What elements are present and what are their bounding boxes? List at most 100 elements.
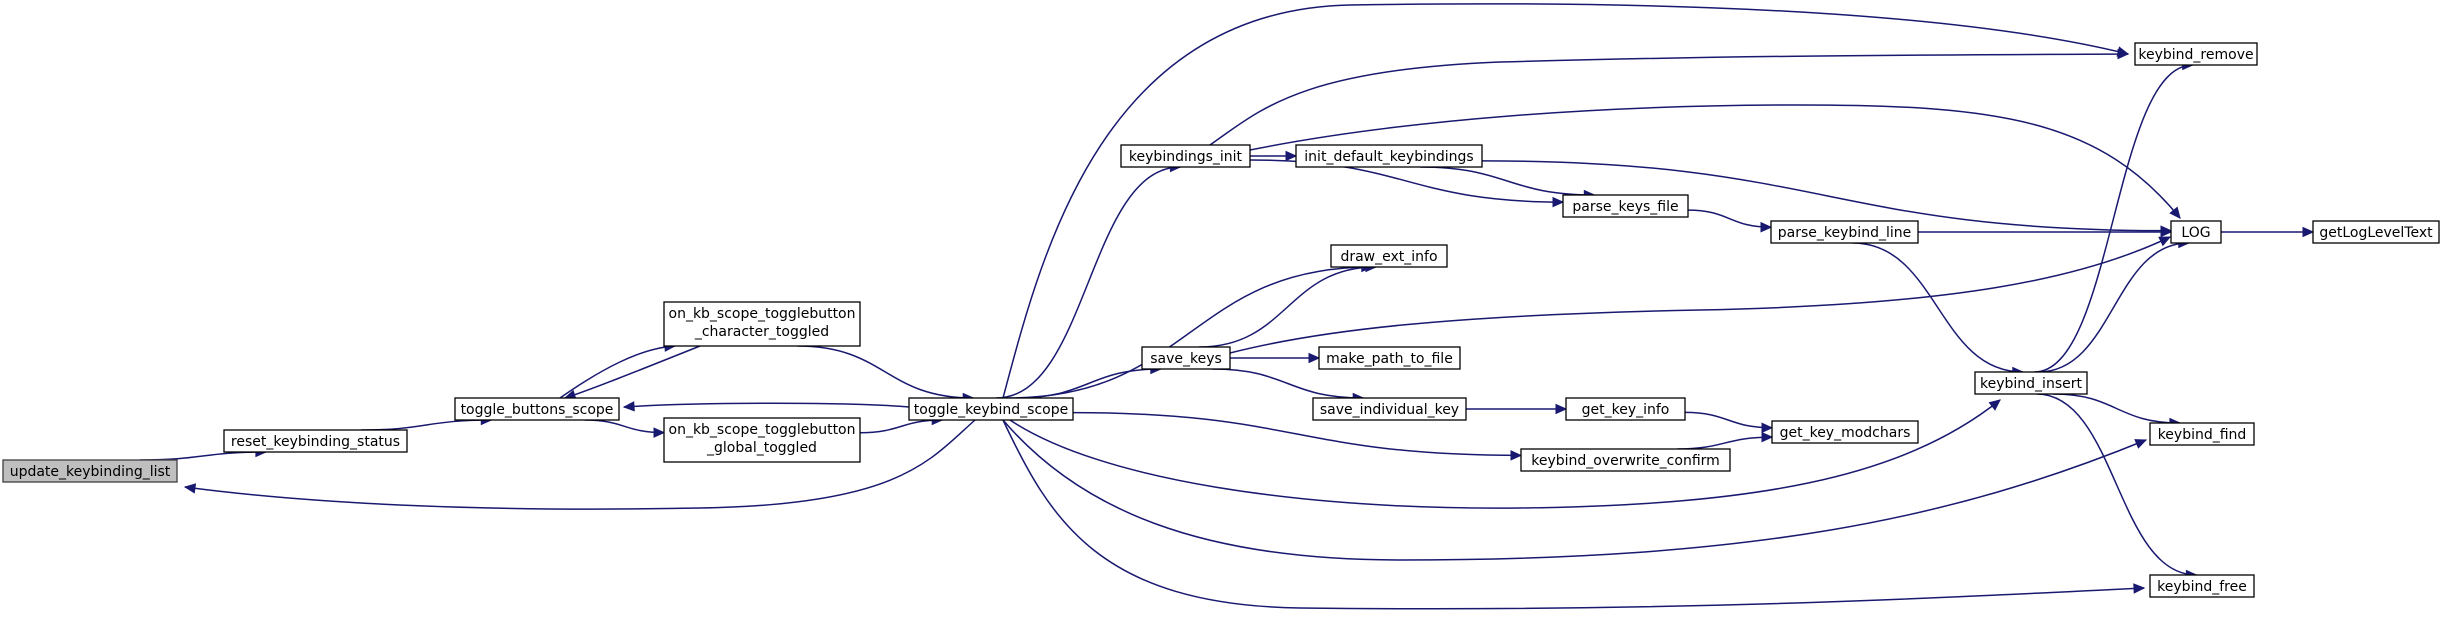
edge-on-kb-char-to-toggle-buttons-scope bbox=[563, 345, 701, 400]
edge-save-keys-to-draw-ext-info bbox=[1199, 261, 1378, 348]
edge-toggle-keybind-scope-to-keybind-free bbox=[1002, 419, 2146, 610]
node-update-keybinding-list[interactable]: update_keybinding_list bbox=[2, 459, 178, 483]
node-label: parse_keybind_line bbox=[1778, 225, 1911, 241]
edge-line bbox=[797, 345, 974, 399]
edge-toggle-buttons-scope-to-on-kb-global bbox=[584, 419, 666, 438]
node-reset-keybinding-status[interactable]: reset_keybinding_status bbox=[223, 429, 408, 453]
edge-line bbox=[1677, 436, 1773, 450]
node-label: save_individual_key bbox=[1320, 402, 1459, 418]
edge-arrowhead bbox=[2160, 226, 2173, 238]
node-label: update_keybinding_list bbox=[10, 464, 171, 480]
edge-arrowhead bbox=[1761, 431, 1774, 443]
node-get-key-modchars[interactable]: get_key_modchars bbox=[1771, 420, 1919, 444]
edge-arrowhead bbox=[1285, 150, 1298, 162]
node-label: getLogLevelText bbox=[2319, 225, 2433, 241]
node-label: keybindings_init bbox=[1129, 149, 1243, 165]
node-get-key-info[interactable]: get_key_info bbox=[1565, 397, 1686, 421]
edge-arrowhead bbox=[183, 483, 197, 494]
edge-line bbox=[1212, 368, 1364, 399]
node-label: keybind_overwrite_confirm bbox=[1531, 453, 1720, 469]
node-label: toggle_buttons_scope bbox=[461, 402, 614, 418]
edge-arrowhead bbox=[2117, 48, 2130, 60]
node-save-keys[interactable]: save_keys bbox=[1141, 346, 1231, 370]
node-on-kb-char[interactable]: on_kb_scope_togglebutton _character_toggl… bbox=[663, 301, 861, 347]
node-box bbox=[454, 397, 620, 421]
node-keybind-overwrite-confirm[interactable]: keybind_overwrite_confirm bbox=[1520, 448, 1731, 472]
edge-arrowhead bbox=[1988, 399, 2001, 411]
edge-arrowhead bbox=[653, 427, 666, 438]
edge-keybindings-init-to-log bbox=[1249, 104, 2181, 219]
edge-save-keys-to-make-path-to-file bbox=[1230, 352, 1321, 364]
node-label: _character_toggled bbox=[694, 324, 829, 340]
node-box bbox=[1771, 420, 1919, 444]
node-label: get_key_info bbox=[1582, 402, 1670, 418]
node-keybind-remove[interactable]: keybind_remove bbox=[2134, 42, 2258, 66]
edge-line bbox=[859, 419, 943, 434]
edge-line bbox=[2034, 64, 2193, 373]
node-label: on_kb_scope_togglebutton bbox=[669, 306, 856, 322]
edge-arrowhead bbox=[1760, 221, 1773, 233]
edge-arrowhead bbox=[2302, 226, 2315, 238]
node-box bbox=[1520, 448, 1731, 472]
node-box bbox=[223, 429, 408, 453]
edge-log-to-get-log-level-text bbox=[2221, 226, 2315, 238]
node-log[interactable]: LOG bbox=[2170, 220, 2222, 244]
node-keybind-insert[interactable]: keybind_insert bbox=[1974, 371, 2088, 395]
node-label: reset_keybinding_status bbox=[231, 434, 400, 450]
edge-line bbox=[139, 451, 266, 461]
edge-arrowhead bbox=[2133, 583, 2146, 594]
node-box bbox=[1562, 194, 1689, 218]
node-make-path-to-file[interactable]: make_path_to_file bbox=[1318, 346, 1461, 370]
edge-parse-keybind-line-to-keybind-insert bbox=[1852, 242, 2025, 378]
node-box bbox=[1974, 371, 2088, 395]
node-parse-keys-file[interactable]: parse_keys_file bbox=[1562, 194, 1689, 218]
node-label: get_key_modchars bbox=[1780, 425, 1911, 441]
node-keybindings-init[interactable]: keybindings_init bbox=[1120, 144, 1251, 168]
node-keybind-free[interactable]: keybind_free bbox=[2149, 574, 2255, 598]
node-label: parse_keys_file bbox=[1572, 199, 1678, 215]
edge-line bbox=[623, 402, 910, 408]
node-init-default-keybindings[interactable]: init_default_keybindings bbox=[1295, 144, 1483, 168]
edge-line bbox=[1199, 266, 1376, 348]
node-save-individual-key[interactable]: save_individual_key bbox=[1312, 397, 1467, 421]
node-box bbox=[2170, 220, 2222, 244]
edge-toggle-buttons-scope-to-on-kb-char bbox=[559, 341, 677, 399]
node-box bbox=[2149, 574, 2255, 598]
edge-toggle-keybind-scope-to-keybind-overwrite-confirm bbox=[1072, 411, 1523, 461]
node-toggle-buttons-scope[interactable]: toggle_buttons_scope bbox=[454, 397, 620, 421]
edge-parse-keys-file-to-parse-keybind-line bbox=[1687, 209, 1773, 233]
node-label: on_kb_scope_togglebutton bbox=[669, 422, 856, 438]
node-box bbox=[1120, 144, 1251, 168]
node-box bbox=[1318, 346, 1461, 370]
edge-arrowhead bbox=[2158, 236, 2172, 247]
edge-line bbox=[2036, 393, 2197, 576]
edge-line bbox=[184, 419, 976, 510]
node-get-log-level-text[interactable]: getLogLevelText bbox=[2312, 220, 2440, 244]
call-graph-nodes: update_keybinding_list reset_keybinding_s… bbox=[2, 42, 2440, 598]
node-on-kb-global[interactable]: on_kb_scope_togglebutton_global_toggled bbox=[663, 417, 861, 463]
edge-arrowhead bbox=[622, 401, 635, 412]
edge-arrowhead bbox=[1552, 196, 1565, 208]
node-box bbox=[1141, 346, 1231, 370]
edge-keybind-insert-to-log bbox=[2038, 237, 2191, 373]
node-box bbox=[1330, 244, 1448, 268]
node-label: save_keys bbox=[1150, 351, 1222, 367]
node-draw-ext-info[interactable]: draw_ext_info bbox=[1330, 244, 1448, 268]
edge-line bbox=[1002, 3, 2129, 399]
edge-keybind-insert-to-keybind-remove bbox=[2034, 59, 2194, 373]
node-keybind-find[interactable]: keybind_find bbox=[2149, 422, 2255, 446]
edge-line bbox=[361, 419, 492, 431]
edge-line bbox=[584, 419, 665, 434]
edge-line bbox=[1687, 209, 1772, 228]
edge-toggle-keybind-scope-to-save-keys bbox=[1016, 363, 1163, 399]
node-parse-keybind-line[interactable]: parse_keybind_line bbox=[1770, 220, 1919, 244]
node-box bbox=[1770, 220, 1919, 244]
edge-line bbox=[1002, 419, 2145, 610]
node-label: toggle_keybind_scope bbox=[914, 402, 1068, 418]
edge-line bbox=[559, 345, 676, 399]
node-toggle-keybind-scope[interactable]: toggle_keybind_scope bbox=[908, 397, 1074, 421]
edge-line bbox=[2038, 242, 2189, 373]
edge-keybindings-init-to-init-default-keybindings bbox=[1249, 150, 1298, 162]
node-label: keybind_find bbox=[2158, 427, 2247, 443]
